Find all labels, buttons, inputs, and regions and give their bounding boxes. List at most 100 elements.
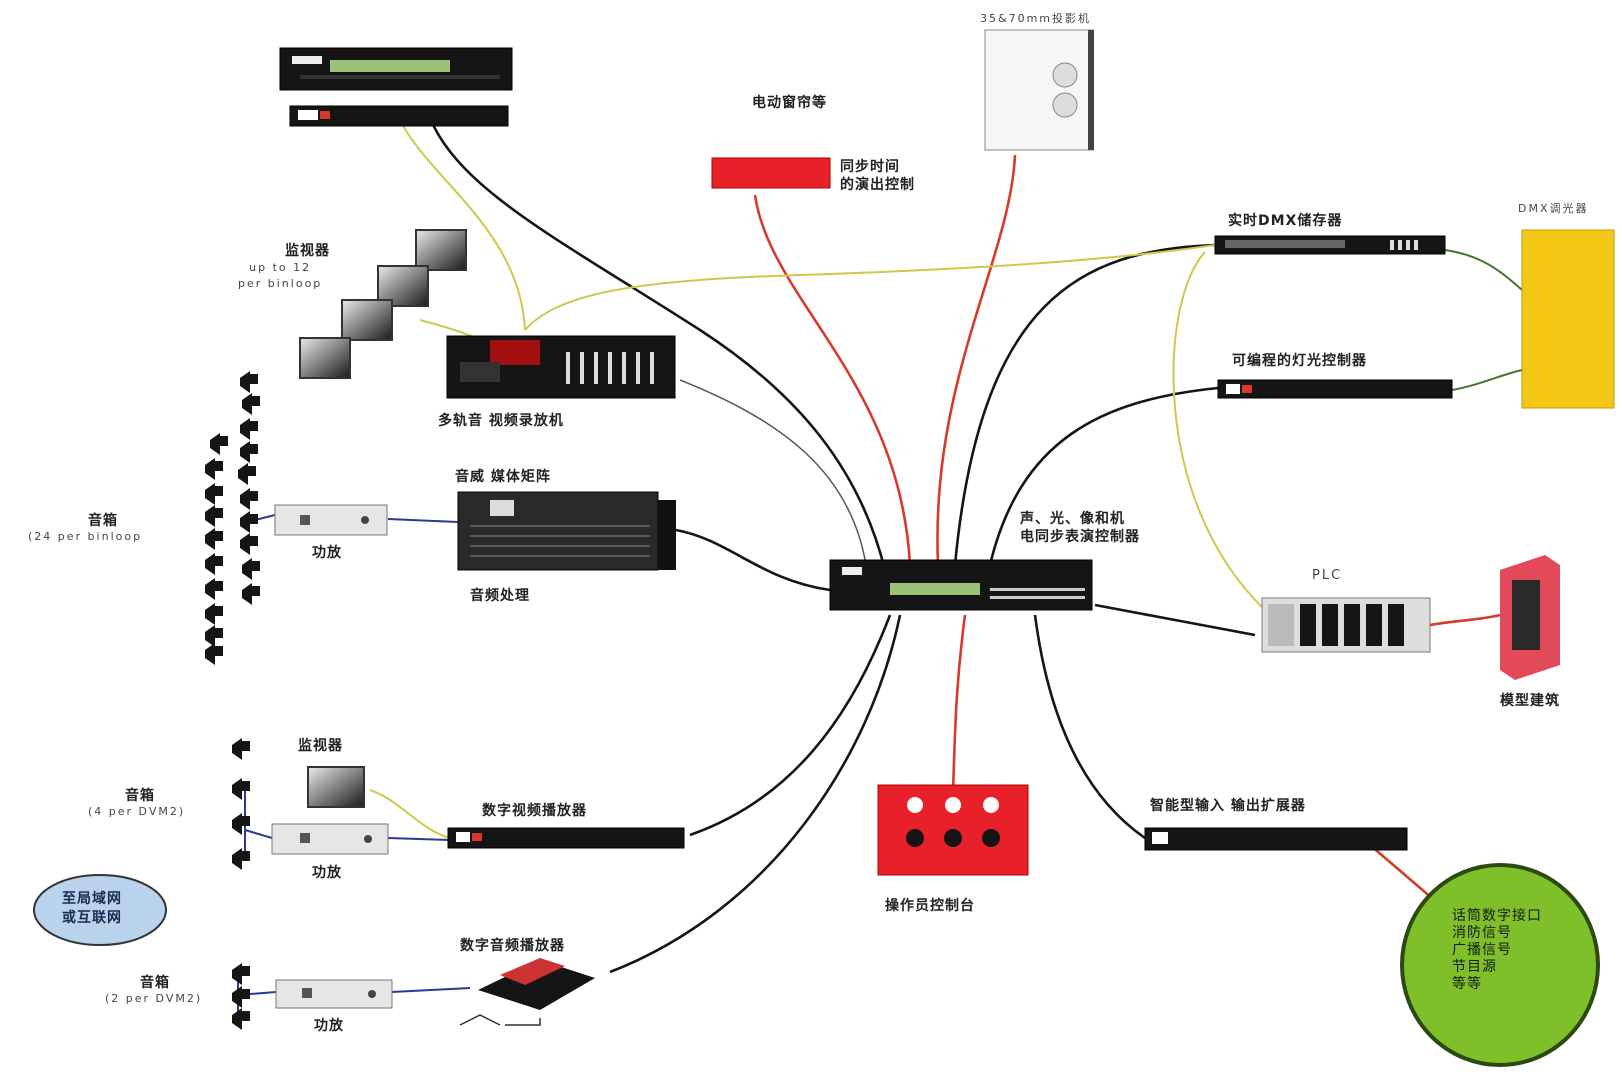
label-monitors-top: 监视器 — [285, 243, 330, 259]
speaker-horn-icon — [240, 533, 258, 555]
speaker-cluster-3 — [232, 963, 250, 1030]
speaker-horn-icon — [205, 483, 223, 505]
label-speakers-main: 音箱 — [88, 513, 118, 529]
speaker-horn-icon — [205, 458, 223, 480]
digital-audio-player — [459, 958, 595, 1026]
speaker-horn-icon — [240, 371, 258, 393]
speaker-horn-icon — [205, 578, 223, 600]
multitrack-recorder — [446, 335, 676, 399]
label-multitrack: 多轨音 视频录放机 — [438, 413, 564, 429]
speaker-horn-icon — [240, 511, 258, 533]
label-amp3: 功放 — [314, 1018, 344, 1034]
label-dmx-dimmer: DMX调光器 — [1518, 202, 1589, 215]
label-curtain: 电动窗帘等 — [752, 95, 827, 111]
cable-operator-to-center — [951, 614, 967, 791]
amp-3 — [275, 979, 393, 1009]
digital-video-player — [447, 827, 685, 849]
cable-amp1-to-matrix — [387, 518, 459, 523]
interfaces-circle — [1400, 863, 1600, 1067]
speaker-horn-icon — [205, 643, 223, 665]
speaker-horn-icon — [232, 738, 250, 760]
speaker-horn-icon — [232, 778, 250, 800]
label-model-building: 模型建筑 — [1500, 693, 1560, 709]
label-lan: 至局域网 或互联网 — [62, 891, 122, 926]
label-audio-player: 数字音频播放器 — [460, 938, 565, 954]
operator-console — [877, 784, 1029, 876]
cable-plc-to-building — [1429, 613, 1501, 627]
label-amp1: 功放 — [312, 545, 342, 561]
label-audio-proc: 音频处理 — [470, 588, 530, 604]
sync-controller — [829, 559, 1093, 611]
label-sync-controller: 声、光、像和机 电同步表演控制器 — [1020, 511, 1140, 545]
label-light-ctrl: 可编程的灯光控制器 — [1232, 353, 1367, 369]
label-speakers-main-sub: (24 per binloop — [28, 530, 143, 543]
cable-speakers-to-amp1 — [254, 514, 276, 521]
cable-dmxrec-to-dimmer — [1444, 249, 1523, 291]
speaker-horn-icon — [232, 848, 250, 870]
green-cables — [1444, 249, 1523, 391]
speaker-horn-icon — [240, 418, 258, 440]
media-matrix — [457, 491, 676, 571]
cable-amp2-to-player — [387, 837, 451, 841]
cable-top-rack-to-center — [428, 117, 887, 571]
speaker-horn-icon — [205, 505, 223, 527]
top-rack-unit-1 — [279, 47, 513, 91]
cable-matrix-to-center — [675, 528, 831, 592]
speaker-horn-icon — [205, 553, 223, 575]
label-amp2: 功放 — [312, 865, 342, 881]
speaker-horn-icon — [240, 441, 258, 463]
plc — [1261, 597, 1431, 653]
speaker-horn-icon — [205, 625, 223, 647]
label-speakers2-sub: (4 per DVM2) — [88, 805, 186, 818]
speaker-horn-icon — [205, 528, 223, 550]
top-rack-unit-2 — [289, 105, 509, 127]
cable-projector-to-center — [936, 154, 1017, 566]
light-controller — [1217, 379, 1453, 399]
curtain-device — [711, 157, 831, 189]
speaker-cluster-2 — [232, 738, 250, 870]
speaker-horn-icon — [232, 813, 250, 835]
cable-top-rack-to-multitrack — [399, 119, 526, 331]
monitor-2 — [307, 766, 365, 808]
speaker-horn-icon — [240, 488, 258, 510]
speaker-horn-icon — [242, 558, 260, 580]
lan-ellipse — [33, 874, 167, 946]
label-speakers3-sub: (2 per DVM2) — [105, 992, 203, 1005]
label-plc: PLC — [1312, 568, 1343, 583]
speaker-cluster-main — [205, 371, 260, 665]
label-speakers2: 音箱 — [125, 788, 155, 804]
label-io-expander: 智能型输入 输出扩展器 — [1150, 798, 1306, 814]
label-monitor2: 监视器 — [298, 738, 343, 754]
label-dmx-recorder: 实时DMX储存器 — [1228, 213, 1343, 229]
speaker-horn-icon — [238, 463, 256, 485]
cable-multitrack-to-dmxrec — [524, 244, 1216, 331]
cable-io-to-center — [1033, 614, 1146, 840]
label-video-player: 数字视频播放器 — [482, 803, 587, 819]
label-matrix-title: 音威 媒体矩阵 — [455, 469, 551, 485]
speaker-horn-icon — [232, 963, 250, 985]
cable-audio-to-center — [609, 614, 902, 974]
label-speakers3: 音箱 — [140, 975, 170, 991]
dmx-recorder — [1214, 235, 1446, 255]
speaker-horn-icon — [232, 986, 250, 1008]
cable-multitrack-to-center — [679, 379, 867, 566]
cable-curtain-to-center — [753, 194, 912, 566]
label-projector: 35&70mm投影机 — [980, 12, 1092, 25]
speaker-horn-icon — [242, 583, 260, 605]
projector — [984, 29, 1094, 151]
dmx-dimmer — [1521, 229, 1615, 409]
yellow-cables — [369, 119, 1266, 839]
label-sync-show: 同步时间 的演出控制 — [840, 159, 915, 193]
cable-amp3-to-audioplayer — [391, 987, 471, 993]
amp-1 — [274, 504, 388, 536]
cable-plc-to-center — [1094, 603, 1256, 637]
label-monitors-top-sub: up to 12 per binloop — [238, 261, 323, 290]
io-expander — [1144, 827, 1408, 851]
speaker-horn-icon — [242, 393, 260, 415]
label-operator: 操作员控制台 — [885, 898, 975, 914]
cable-video-to-center — [689, 614, 892, 837]
monitor-group-top — [299, 229, 467, 379]
speaker-horn-icon — [232, 1008, 250, 1030]
cable-monitor2-to-player — [369, 789, 451, 839]
